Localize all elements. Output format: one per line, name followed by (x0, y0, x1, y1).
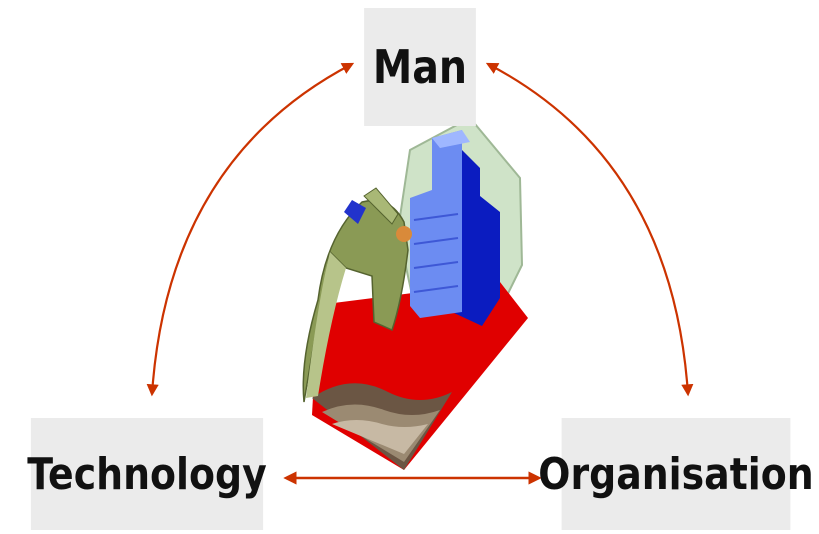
figure-hat (344, 200, 366, 224)
arrow-man-organisation (485, 62, 694, 397)
arrow-man-technology (146, 62, 355, 397)
figure-arm (363, 187, 399, 225)
node-man-label: Man (372, 40, 468, 94)
node-man: Man (364, 8, 476, 126)
building-windows (413, 213, 459, 293)
node-organisation-label: Organisation (538, 448, 814, 500)
building-front (410, 130, 462, 318)
node-technology-label: Technology (27, 448, 267, 500)
building-side (452, 150, 500, 326)
node-organisation: Organisation (538, 418, 814, 530)
figure-head (396, 226, 412, 242)
node-technology: Technology (27, 418, 267, 530)
